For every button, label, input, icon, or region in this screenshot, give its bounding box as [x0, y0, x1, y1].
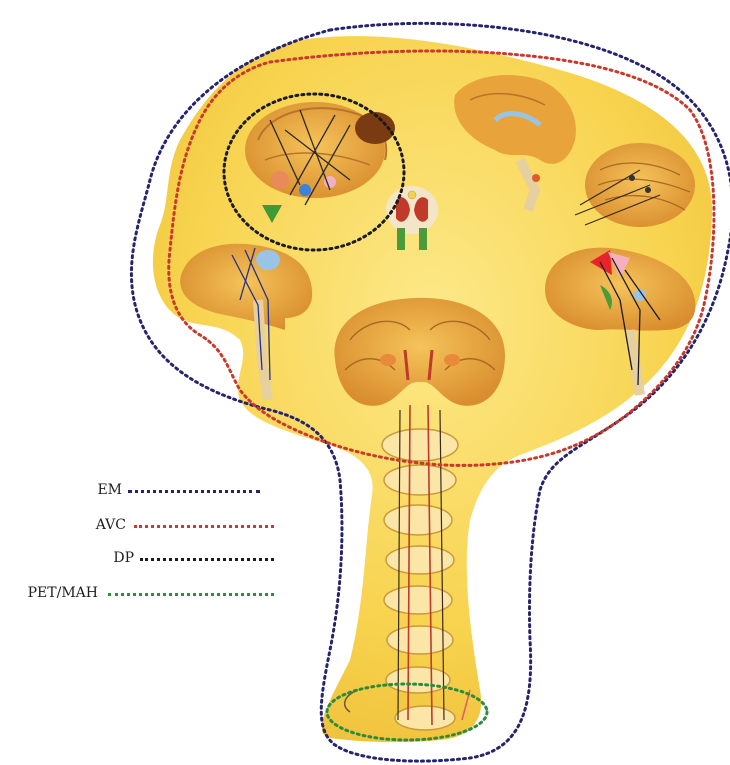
legend-swatch	[108, 593, 274, 596]
legend-item-avc: AVC	[0, 514, 290, 536]
legend-label: AVC	[78, 514, 126, 536]
legend-item-pet-mah: PET/MAH	[0, 582, 290, 604]
legend-swatch	[134, 525, 274, 528]
legend-item-em: EM	[0, 479, 290, 501]
legend-label: PET/MAH	[6, 582, 98, 604]
legend-label: DP	[100, 547, 134, 569]
legend-swatch	[128, 490, 260, 493]
legend-label: EM	[90, 479, 122, 501]
legend-swatch	[140, 558, 274, 561]
legend-item-dp: DP	[0, 547, 290, 569]
